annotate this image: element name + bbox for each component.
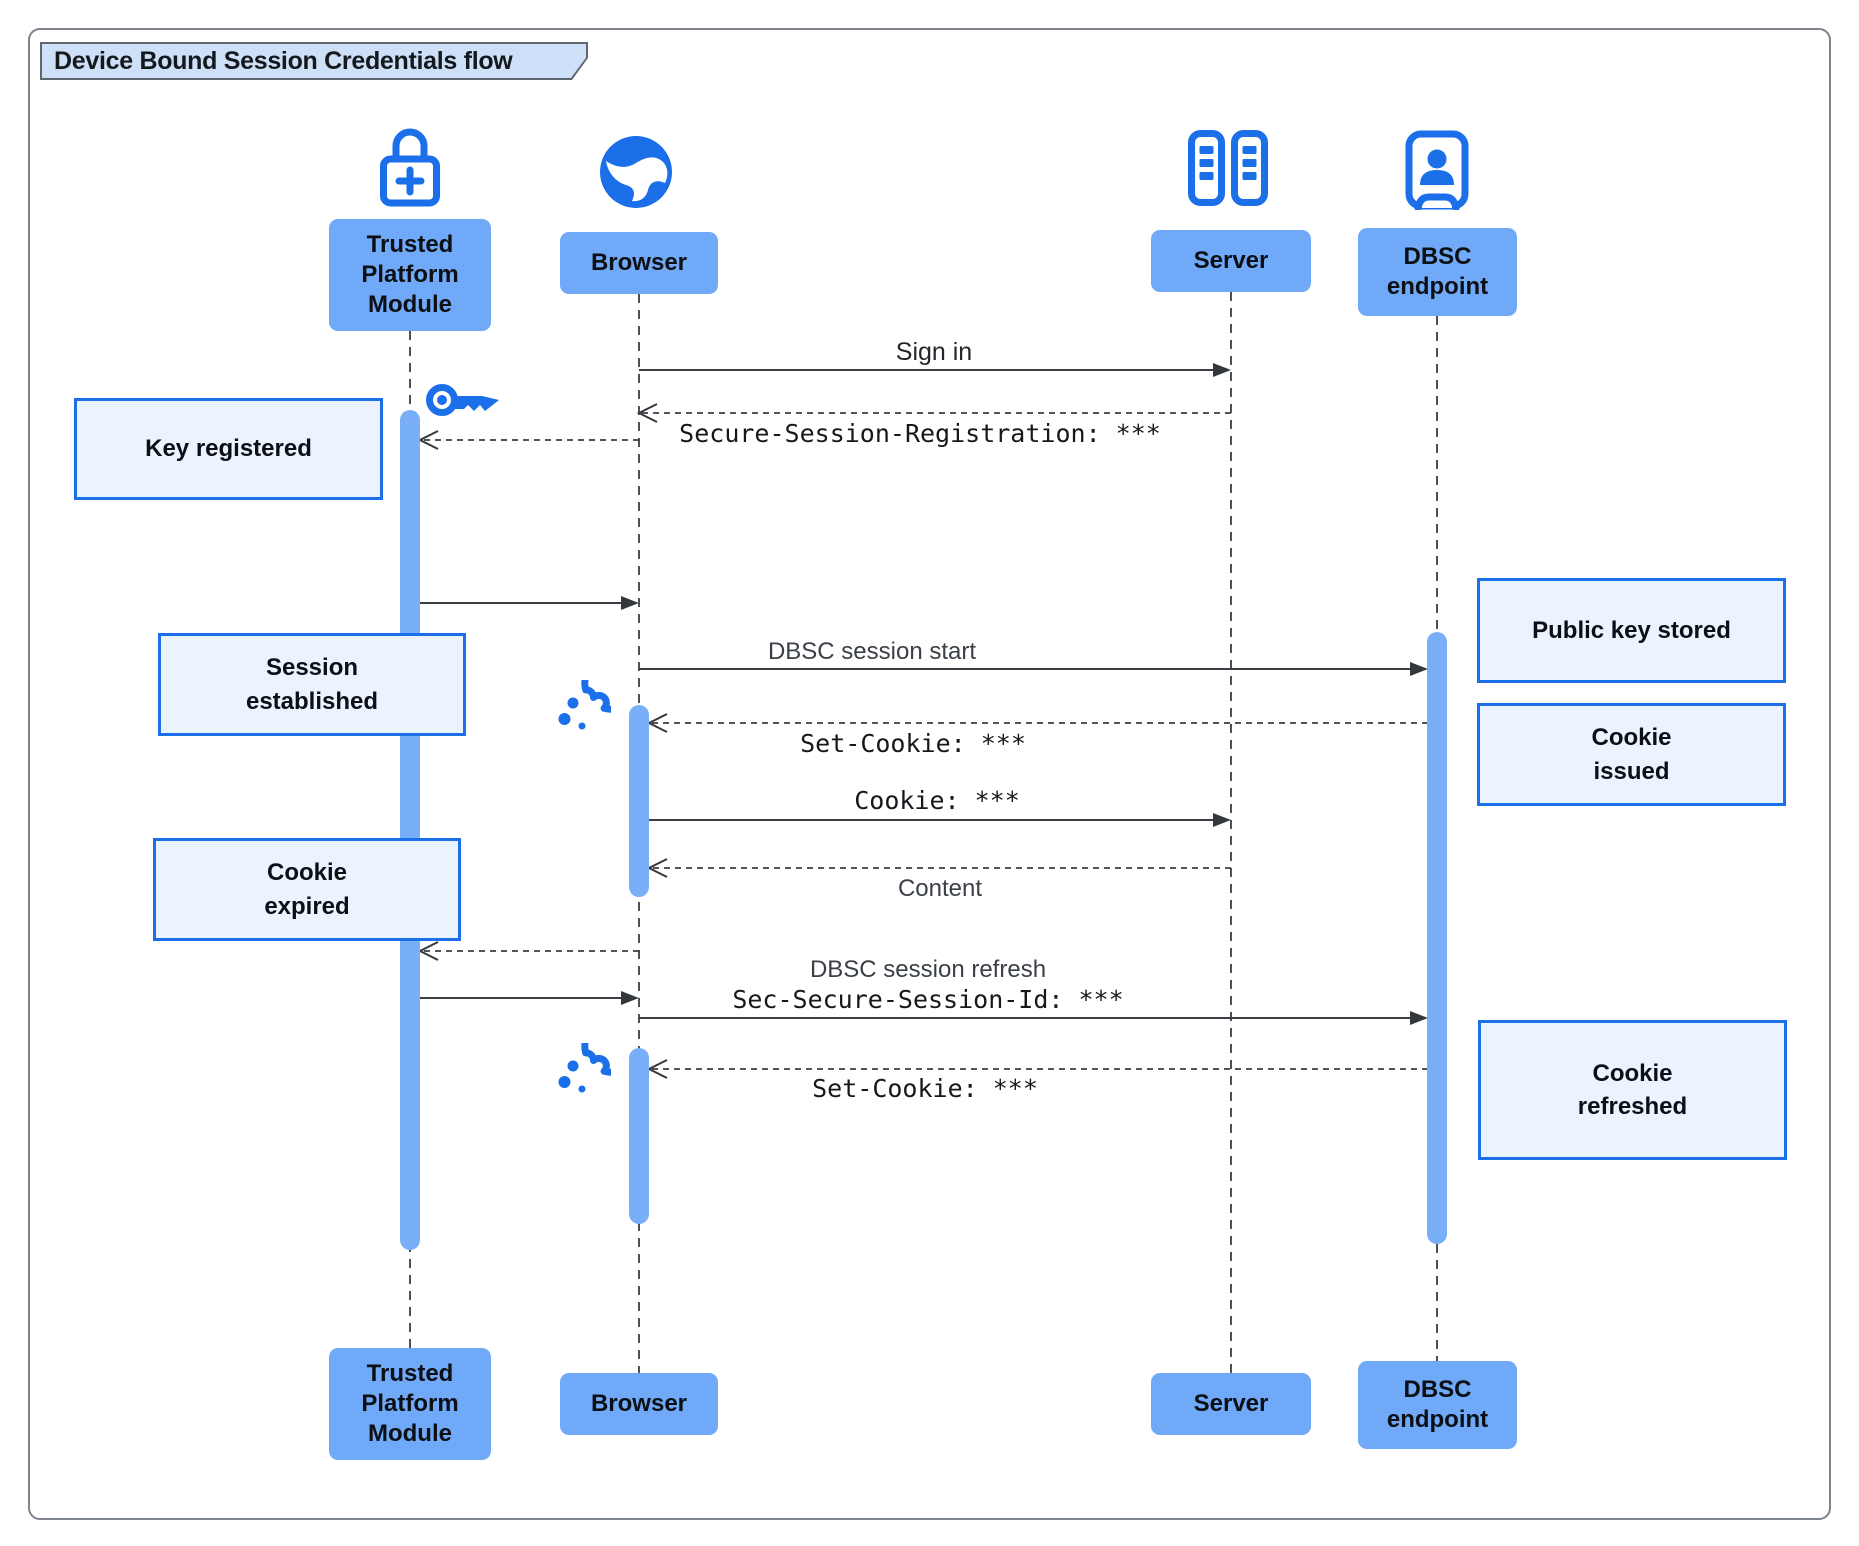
arrow-tpm-to-browser-key	[420, 596, 639, 610]
message-label-set-cookie-1: Set-Cookie: ***	[800, 729, 1026, 758]
actor-tpm-bottom: Trusted Platform Module	[329, 1348, 491, 1460]
cookie-icon	[547, 680, 611, 748]
person-badge-icon	[1405, 130, 1469, 210]
server-rack-icon	[1188, 130, 1268, 206]
arrow-browser-to-tpm-expired	[417, 941, 639, 961]
message-label-cookie: Cookie: ***	[854, 786, 1020, 815]
actor-dbsc-bottom: DBSC endpoint	[1358, 1361, 1517, 1449]
message-label-dbsc-session-start: DBSC session start	[767, 638, 977, 665]
activation-bar-browser-2	[629, 1048, 649, 1224]
activation-bar-tpm	[400, 410, 420, 1250]
arrow-set-cookie-2	[646, 1059, 1428, 1079]
note-cookie-refreshed: Cookie refreshed	[1478, 1020, 1787, 1160]
arrow-set-cookie-1	[646, 713, 1428, 733]
actor-browser-top: Browser	[560, 232, 718, 294]
note-key-registered: Key registered	[74, 398, 383, 500]
key-icon	[423, 377, 505, 423]
note-cookie-issued: Cookie issued	[1477, 703, 1786, 806]
arrow-sign-in	[639, 363, 1231, 377]
actor-browser-bottom: Browser	[560, 1373, 718, 1435]
arrow-cookie	[649, 813, 1231, 827]
arrow-dbsc-session-start	[639, 662, 1428, 676]
arrow-dbsc-session-refresh	[639, 1011, 1428, 1025]
arrow-secure-session-registration	[636, 403, 1231, 423]
actor-tpm-top: Trusted Platform Module	[329, 219, 491, 331]
arrow-tpm-to-browser-refresh	[420, 991, 639, 1005]
message-label-set-cookie-2: Set-Cookie: ***	[812, 1074, 1038, 1103]
message-label-dbsc-session-refresh: DBSC session refresh	[809, 956, 1047, 983]
activation-bar-dbsc	[1427, 632, 1447, 1244]
cookie-icon	[547, 1043, 611, 1111]
actor-server-bottom: Server	[1151, 1373, 1311, 1435]
globe-icon	[598, 134, 674, 210]
actor-server-top: Server	[1151, 230, 1311, 292]
note-public-key-stored: Public key stored	[1477, 578, 1786, 683]
page-title: Device Bound Session Credentials flow	[42, 44, 586, 78]
arrow-browser-to-tpm-register	[417, 430, 639, 450]
message-label-secure-session-registration: Secure-Session-Registration: ***	[679, 419, 1161, 448]
activation-bar-browser-1	[629, 705, 649, 897]
lock-plus-icon	[379, 126, 441, 208]
diagram-title-tab: Device Bound Session Credentials flow	[40, 42, 588, 80]
arrow-content	[646, 858, 1231, 878]
message-label-sign-in: Sign in	[895, 338, 973, 366]
message-label-sec-secure-session-id: Sec-Secure-Session-Id: ***	[732, 985, 1124, 1014]
note-cookie-expired: Cookie expired	[153, 838, 461, 941]
message-label-content: Content	[897, 875, 983, 902]
note-session-established: Session established	[158, 633, 466, 736]
actor-dbsc-top: DBSC endpoint	[1358, 228, 1517, 316]
